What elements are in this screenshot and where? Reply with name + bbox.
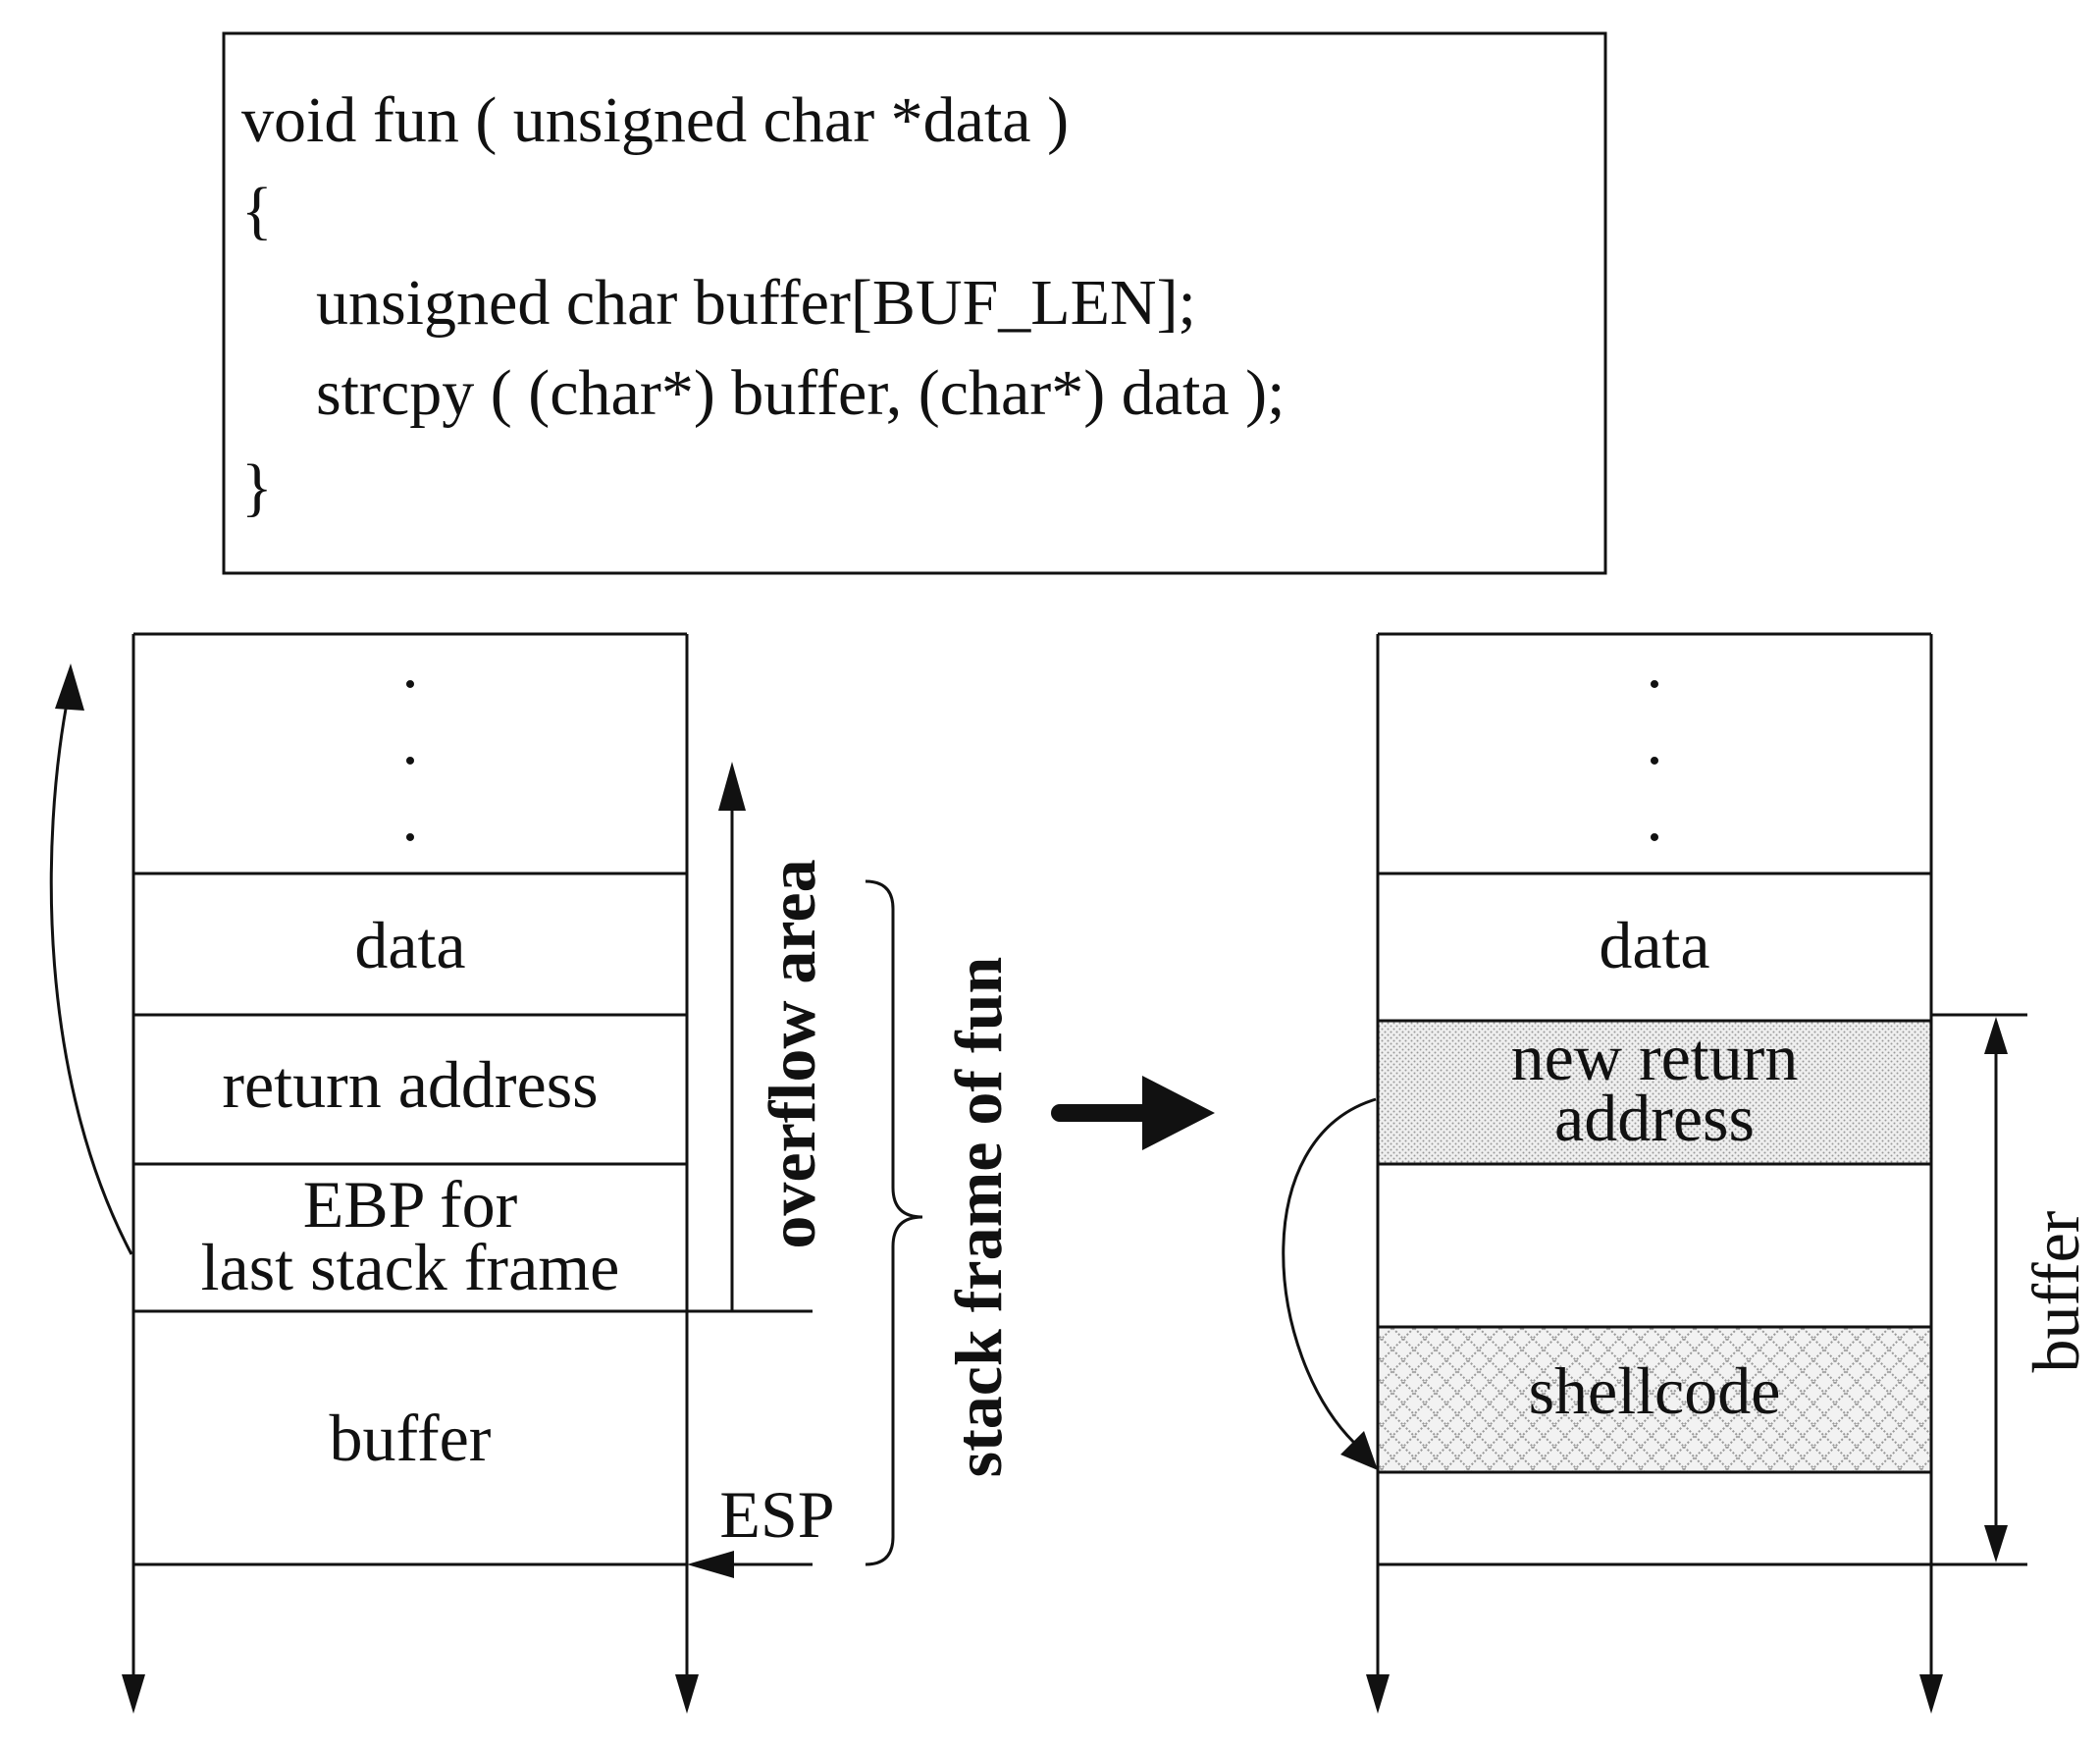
left-data-label: data bbox=[354, 908, 465, 982]
right-dot-2: . bbox=[1647, 704, 1663, 778]
overflow-area-label: overflow area bbox=[755, 859, 829, 1248]
code-line-3: unsigned char buffer[BUF_LEN]; bbox=[316, 267, 1196, 339]
esp-arrowhead-icon bbox=[687, 1551, 734, 1578]
stack-frame-brace bbox=[865, 879, 923, 1566]
left-buffer-label: buffer bbox=[330, 1401, 492, 1475]
stack-frame-label: stack frame of fun bbox=[941, 957, 1016, 1478]
left-return-address-label: return address bbox=[222, 1047, 598, 1122]
right-dot-3: . bbox=[1647, 780, 1663, 855]
left-dot-1: . bbox=[402, 627, 419, 702]
shellcode-label: shellcode bbox=[1529, 1353, 1781, 1428]
jump-arrowhead-icon bbox=[1340, 1431, 1378, 1470]
left-wall-arrow-icon bbox=[122, 1674, 145, 1714]
right-dot-1: . bbox=[1647, 627, 1663, 702]
code-line-1: void fun ( unsigned char *data ) bbox=[241, 84, 1069, 156]
left-dot-2: . bbox=[402, 704, 419, 778]
ebp-label-line1: EBP for bbox=[303, 1167, 518, 1242]
new-return-line2: address bbox=[1554, 1081, 1755, 1155]
jump-to-shellcode-arrow bbox=[1282, 1097, 1377, 1445]
buffer-dim-top-arrow-icon bbox=[1984, 1017, 2008, 1054]
ebp-label-line2: last stack frame bbox=[201, 1230, 620, 1304]
ebp-link-arrow bbox=[49, 692, 133, 1255]
new-return-address-cell bbox=[1378, 1021, 1931, 1164]
code-line-4: strcpy ( (char*) buffer, (char*) data ); bbox=[316, 357, 1285, 429]
overflow-arrowhead-icon bbox=[718, 762, 746, 811]
transition-arrow bbox=[1051, 1076, 1215, 1150]
shellcode-cell bbox=[1378, 1327, 1931, 1472]
code-line-2: { bbox=[241, 175, 273, 246]
code-line-5: } bbox=[241, 451, 273, 523]
right-stack: . . . data new return address shellcode … bbox=[1282, 627, 2093, 1714]
right-wall-arrow-icon bbox=[675, 1674, 699, 1714]
esp-label: ESP bbox=[719, 1477, 834, 1552]
right-left-wall-arrow-icon bbox=[1366, 1674, 1390, 1714]
buffer-dim-bottom-arrow-icon bbox=[1984, 1525, 2008, 1562]
right-data-label: data bbox=[1599, 908, 1709, 982]
code-box: void fun ( unsigned char *data ) { unsig… bbox=[222, 31, 1607, 575]
ebp-link-arrowhead-icon bbox=[55, 663, 84, 711]
right-buffer-label: buffer bbox=[2019, 1210, 2093, 1372]
transition-arrowhead-icon bbox=[1142, 1076, 1215, 1150]
left-dot-3: . bbox=[402, 780, 419, 855]
right-right-wall-arrow-icon bbox=[1919, 1674, 1943, 1714]
new-return-line1: new return bbox=[1511, 1020, 1799, 1094]
left-stack: . . . data return address EBP for last s… bbox=[49, 627, 1016, 1714]
